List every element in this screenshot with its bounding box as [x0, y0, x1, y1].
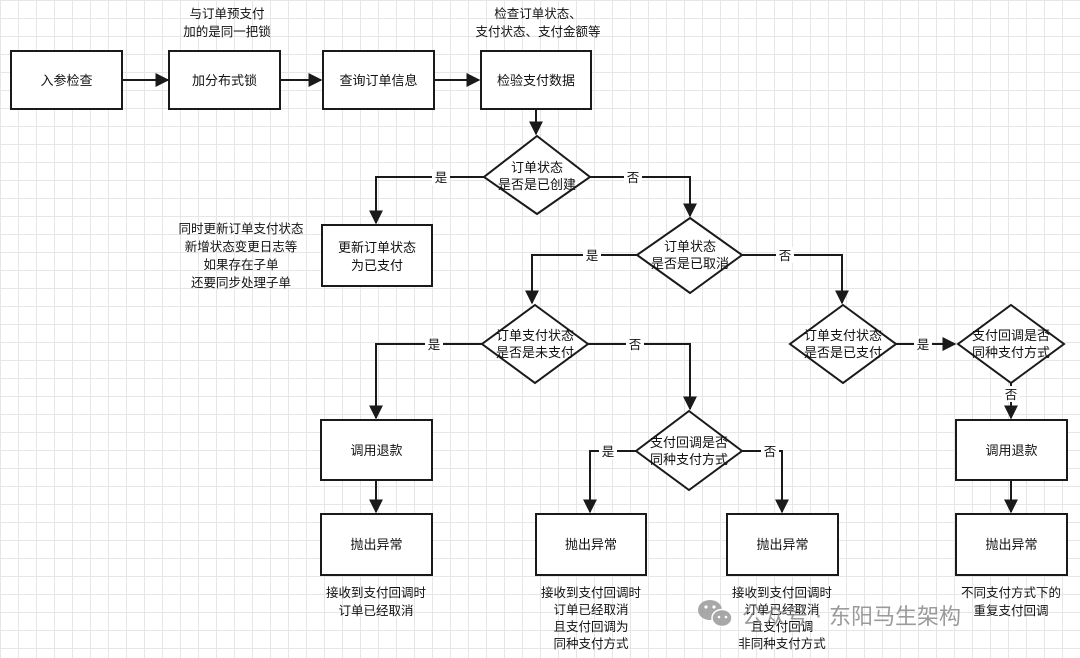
- diamond-same-method-d: 支付回调是否 同种支付方式: [956, 303, 1066, 385]
- diamond-is-cancelled: 订单状态 是否是已取消: [635, 216, 744, 295]
- note-lock-line1: 与订单预支付: [189, 6, 264, 21]
- diamond-is-unpaid: 订单支付状态 是否是未支付: [480, 303, 590, 385]
- label-unpaid-no: 否: [629, 337, 642, 352]
- box-query-order-label: 查询订单信息: [339, 73, 417, 89]
- edges: [122, 73, 1018, 514]
- note-throw-b-line1: 接收到支付回调时: [541, 585, 642, 600]
- edge-sameb-yes: [583, 450, 636, 514]
- note-verify-line2: 支付状态、支付金额等: [475, 24, 600, 39]
- edge-labels: 是 否 是 否 是 否 是 否 是 否: [425, 169, 1020, 459]
- diamond-same-method-d-line1: 支付回调是否: [972, 329, 1050, 344]
- box-param-check: 入参检查: [10, 50, 123, 110]
- box-refund-a-label: 调用退款: [350, 444, 402, 459]
- edge-created-yes: [369, 176, 484, 225]
- box-throw-d: 抛出异常: [955, 513, 1068, 576]
- diamond-same-method-b-line1: 支付回调是否: [650, 436, 728, 451]
- edge-created-no: [590, 176, 697, 218]
- edge-sameb-no: [742, 450, 789, 514]
- box-throw-c-label: 抛出异常: [756, 538, 808, 553]
- diamond-is-created: 订单状态 是否是已创建: [482, 134, 592, 216]
- note-verify-line1: 检查订单状态、: [494, 6, 582, 21]
- box-refund-a: 调用退款: [320, 419, 433, 481]
- label-sameb-no: 否: [764, 444, 777, 459]
- note-throw-a-line1: 接收到支付回调时: [326, 585, 427, 600]
- label-created-no: 否: [627, 170, 640, 185]
- note-throw-c-line2: 订单已经取消: [744, 602, 819, 617]
- process-boxes: 入参检查 加分布式锁 查询订单信息 检验支付数据 更新订单状态 为已支付 调用退…: [10, 50, 1068, 576]
- label-sameb-yes: 是: [602, 444, 615, 459]
- diamond-is-paid: 订单支付状态 是否是已支付: [788, 303, 898, 385]
- note-update-line2: 新增状态变更日志等: [185, 239, 298, 254]
- label-cancelled-yes: 是: [586, 248, 599, 263]
- note-update: 同时更新订单支付状态 新增状态变更日志等 如果存在子单 还要同步处理子单: [178, 221, 303, 290]
- edge-cancelled-no: [742, 254, 849, 305]
- box-query-order: 查询订单信息: [322, 50, 435, 110]
- diamond-same-method-b-line2: 同种支付方式: [650, 452, 728, 468]
- diamond-is-created-line2: 是否是已创建: [498, 178, 576, 193]
- label-cancelled-no: 否: [779, 248, 792, 263]
- box-throw-b: 抛出异常: [535, 513, 647, 576]
- box-update-status: 更新订单状态 为已支付: [321, 224, 433, 287]
- edge-unpaid-yes: [369, 343, 482, 420]
- note-update-line3: 如果存在子单: [203, 257, 278, 272]
- diamond-is-paid-line2: 是否是已支付: [804, 346, 882, 361]
- edge-cancelled-yes: [525, 254, 637, 305]
- diamond-same-method-d-line2: 同种支付方式: [972, 345, 1050, 361]
- note-throw-b-line4: 同种支付方式: [553, 636, 629, 651]
- box-dist-lock: 加分布式锁: [168, 50, 281, 110]
- diamond-is-unpaid-line2: 是否是未支付: [496, 346, 574, 361]
- note-throw-c-line3: 且支付回调: [751, 619, 814, 634]
- box-dist-lock-label: 加分布式锁: [192, 73, 257, 89]
- note-verify: 检查订单状态、 支付状态、支付金额等: [475, 6, 600, 39]
- note-throw-b-line3: 且支付回调为: [553, 619, 628, 634]
- note-lock-line2: 加的是同一把锁: [183, 24, 271, 39]
- box-refund-d: 调用退款: [955, 419, 1068, 481]
- decision-diamonds: 订单状态 是否是已创建 订单状态 是否是已取消 订单支付状态 是否是未支付 支付…: [480, 134, 1066, 492]
- note-throw-b: 接收到支付回调时 订单已经取消 且支付回调为 同种支付方式: [541, 585, 642, 651]
- box-verify-payment-label: 检验支付数据: [497, 73, 575, 89]
- note-throw-c-line1: 接收到支付回调时: [732, 585, 833, 600]
- note-throw-d-line2: 重复支付回调: [973, 603, 1048, 618]
- diamond-is-cancelled-line1: 订单状态: [664, 240, 716, 255]
- label-unpaid-yes: 是: [428, 337, 441, 352]
- box-verify-payment: 检验支付数据: [480, 50, 592, 110]
- note-throw-c: 接收到支付回调时 订单已经取消 且支付回调 非同种支付方式: [732, 585, 833, 651]
- diamond-same-method-b: 支付回调是否 同种支付方式: [634, 409, 744, 492]
- label-created-yes: 是: [435, 170, 448, 185]
- note-update-line4: 还要同步处理子单: [191, 275, 291, 290]
- note-throw-b-line2: 订单已经取消: [553, 602, 628, 617]
- box-throw-b-label: 抛出异常: [565, 538, 617, 553]
- diamond-is-unpaid-line1: 订单支付状态: [496, 329, 574, 344]
- wechat-icon: [698, 600, 733, 628]
- note-throw-c-line4: 非同种支付方式: [738, 636, 826, 651]
- note-throw-d: 不同支付方式下的 重复支付回调: [961, 585, 1061, 618]
- label-samed-no: 否: [1005, 387, 1018, 402]
- box-throw-d-label: 抛出异常: [985, 538, 1037, 553]
- watermark-text: 公众号 · 东阳马生架构: [742, 605, 961, 630]
- box-throw-a: 抛出异常: [320, 513, 433, 576]
- diamond-is-created-line1: 订单状态: [511, 161, 563, 176]
- notes: 与订单预支付 加的是同一把锁 检查订单状态、 支付状态、支付金额等 同时更新订单…: [178, 6, 1061, 651]
- box-throw-a-label: 抛出异常: [350, 538, 402, 553]
- note-throw-d-line1: 不同支付方式下的: [961, 585, 1061, 600]
- edge-unpaid-no: [588, 343, 697, 411]
- box-update-status-line2: 为已支付: [351, 259, 403, 274]
- note-throw-a: 接收到支付回调时 订单已经取消: [326, 585, 427, 618]
- note-throw-a-line2: 订单已经取消: [338, 603, 413, 618]
- diamond-is-paid-line1: 订单支付状态: [804, 329, 882, 344]
- diamond-is-cancelled-line2: 是否是已取消: [651, 257, 729, 272]
- note-update-line1: 同时更新订单支付状态: [178, 221, 303, 236]
- box-throw-c: 抛出异常: [726, 513, 839, 576]
- box-update-status-line1: 更新订单状态: [338, 240, 416, 256]
- watermark: 公众号 · 东阳马生架构: [698, 600, 961, 630]
- box-refund-d-label: 调用退款: [985, 444, 1037, 459]
- note-lock: 与订单预支付 加的是同一把锁: [183, 6, 271, 39]
- box-param-check-label: 入参检查: [40, 73, 92, 89]
- label-paid-yes: 是: [917, 337, 930, 352]
